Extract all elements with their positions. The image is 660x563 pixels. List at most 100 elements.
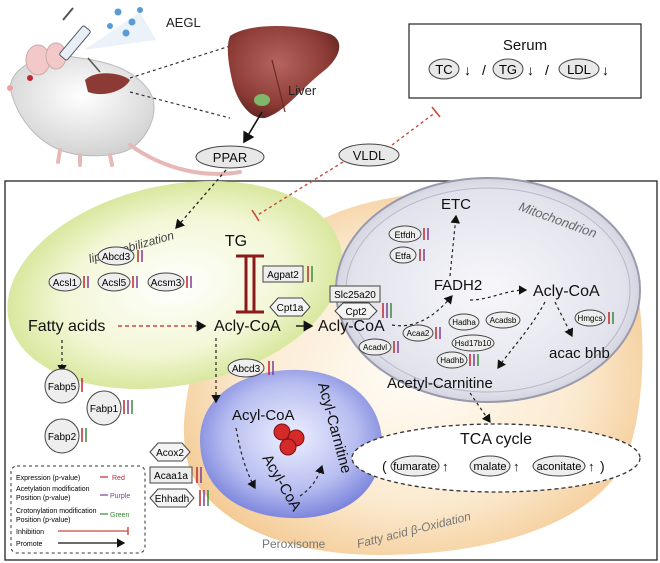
serum-title: Serum (503, 37, 547, 54)
gene-hadhb: Hadhb (436, 351, 479, 369)
promote-arrow (235, 427, 256, 490)
gene-abcd3-mid: Abcd3 (227, 358, 274, 378)
gene-slc25a20: Slc25a20 (329, 285, 381, 303)
svg-text:Slc25a20: Slc25a20 (334, 290, 376, 301)
gene-ehhadh: Ehhadh (149, 488, 209, 508)
gene-acadsb: Acadsb (485, 311, 521, 329)
serum-markers: TC ↓ / TG ↓ / LDL ↓ (428, 58, 609, 80)
tca-metabolite-aconitate: aconitate ↑ (532, 455, 595, 477)
svg-text:↑: ↑ (442, 459, 449, 474)
promote-arrow (449, 214, 461, 277)
promote-arrow (299, 464, 325, 497)
svg-text:Acsl1: Acsl1 (53, 278, 78, 289)
gene-acox2: Acox2 (149, 442, 191, 462)
gene-cpt1a: Cpt1a (269, 297, 311, 317)
gene-acadvl: Acadvl (358, 338, 399, 356)
liver-label: Liver (288, 83, 317, 98)
svg-text:Acsl5: Acsl5 (102, 278, 127, 289)
legend-acetylation-color: Purple (110, 493, 130, 500)
legend-promote: Promote (16, 541, 43, 548)
svg-text:Acaa1a: Acaa1a (154, 471, 188, 482)
acly-coa-mito-label: Acly-CoA (318, 318, 385, 335)
separator: / (482, 62, 486, 78)
legend-crotonylation-2: Position (p-value) (16, 517, 70, 524)
etc-label: ETC (441, 196, 471, 213)
peroxisome-granules (273, 423, 305, 456)
serum-marker-tc: TC (435, 62, 452, 77)
tca-cycle-label: TCA cycle (460, 431, 532, 448)
svg-text:Acadvl: Acadvl (363, 343, 387, 352)
connector-line (129, 91, 231, 119)
gene-cpt2: Cpt2 (334, 302, 392, 320)
promote-arrow (175, 169, 227, 229)
svg-text:malate: malate (473, 461, 506, 473)
svg-text:Hsd17b10: Hsd17b10 (455, 339, 492, 348)
fadh2-label: FADH2 (434, 277, 482, 294)
svg-text:↑: ↑ (588, 459, 595, 474)
gene-etfdh: Etfdh (388, 225, 429, 243)
vldl-node (338, 143, 400, 167)
acly-coa-cytosol-label: Acly-CoA (214, 318, 281, 335)
svg-text:Agpat2: Agpat2 (267, 270, 299, 281)
svg-text:Fabp1: Fabp1 (90, 404, 119, 415)
gene-abcd3-top: Abcd3 (97, 246, 143, 266)
down-arrow: ↓ (464, 62, 471, 78)
svg-text:Abcd3: Abcd3 (232, 364, 261, 375)
separator: / (545, 62, 549, 78)
fatty-acids-label: Fatty acids (28, 318, 105, 335)
ppar-node (195, 145, 265, 169)
peroxisome-label: Peroxisome (262, 537, 326, 551)
inhibit-line (391, 111, 437, 146)
liver-icon (227, 26, 340, 119)
svg-text:aconitate: aconitate (537, 461, 582, 473)
gene-hmgcs: Hmgcs (574, 309, 614, 327)
gene-hsd17b10: Hsd17b10 (451, 334, 495, 352)
promote-arrow (243, 111, 263, 144)
syringe-icon (59, 7, 101, 73)
ppar-label: PPAR (213, 150, 247, 165)
down-arrow: ↓ (527, 62, 534, 78)
svg-text:Etfa: Etfa (395, 251, 411, 261)
svg-text:Fabp2: Fabp2 (48, 432, 77, 443)
legend-expression-color: Red (112, 475, 125, 482)
gene-acsl1: Acsl1 (48, 272, 89, 292)
svg-text:fumarate: fumarate (393, 461, 436, 473)
svg-text:Abcd3: Abcd3 (102, 252, 131, 263)
tca-metabolite-fumarate: fumarate ↑ (390, 455, 449, 477)
svg-text:Fabp5: Fabp5 (48, 382, 77, 393)
svg-text:Hmgcs: Hmgcs (578, 314, 603, 323)
serum-marker-ldl: LDL (567, 62, 591, 77)
svg-text:Ehhadh: Ehhadh (155, 494, 189, 505)
gene-agpat2: Agpat2 (262, 265, 313, 283)
acac-bhb-label: acac bhb (549, 345, 610, 362)
legend-acetylation-2: Position (p-value) (16, 495, 70, 502)
promote-arrow (554, 301, 574, 338)
tca-metabolite-malate: malate ↑ (469, 455, 520, 477)
paren-open: ( (382, 458, 387, 474)
gene-etfa: Etfa (389, 246, 425, 264)
promote-arrow (497, 301, 546, 369)
svg-text:Acox2: Acox2 (156, 448, 184, 459)
inhibit-bar (251, 209, 260, 222)
legend-crotonylation-color: Green (110, 512, 130, 519)
acly-coa-mito-out-label: Acly-CoA (533, 283, 600, 300)
inhibit-bar (431, 106, 441, 118)
svg-text:Acsm3: Acsm3 (151, 278, 182, 289)
svg-text:Hadha: Hadha (452, 318, 476, 327)
vldl-label: VLDL (353, 148, 386, 163)
legend-expression: Expression (p-value) (16, 475, 80, 482)
serum-marker-tg: TG (499, 62, 517, 77)
gene-acaa1a: Acaa1a (149, 466, 202, 484)
tg-inhibit-bars (236, 254, 264, 314)
gene-fabp2: Fabp2 (44, 418, 87, 454)
gene-acaa2: Acaa2 (402, 324, 441, 342)
svg-text:Hadhb: Hadhb (440, 356, 464, 365)
gene-acsl5: Acsl5 (97, 272, 138, 292)
gene-hadha: Hadha (448, 313, 480, 331)
gene-fabp5: Fabp5 (44, 368, 83, 404)
gene-fabp1: Fabp1 (86, 390, 133, 426)
spray-cone (84, 12, 156, 50)
perox-acyl-coa-1: Acyl-CoA (232, 407, 295, 424)
mouse-illustration (7, 42, 242, 176)
